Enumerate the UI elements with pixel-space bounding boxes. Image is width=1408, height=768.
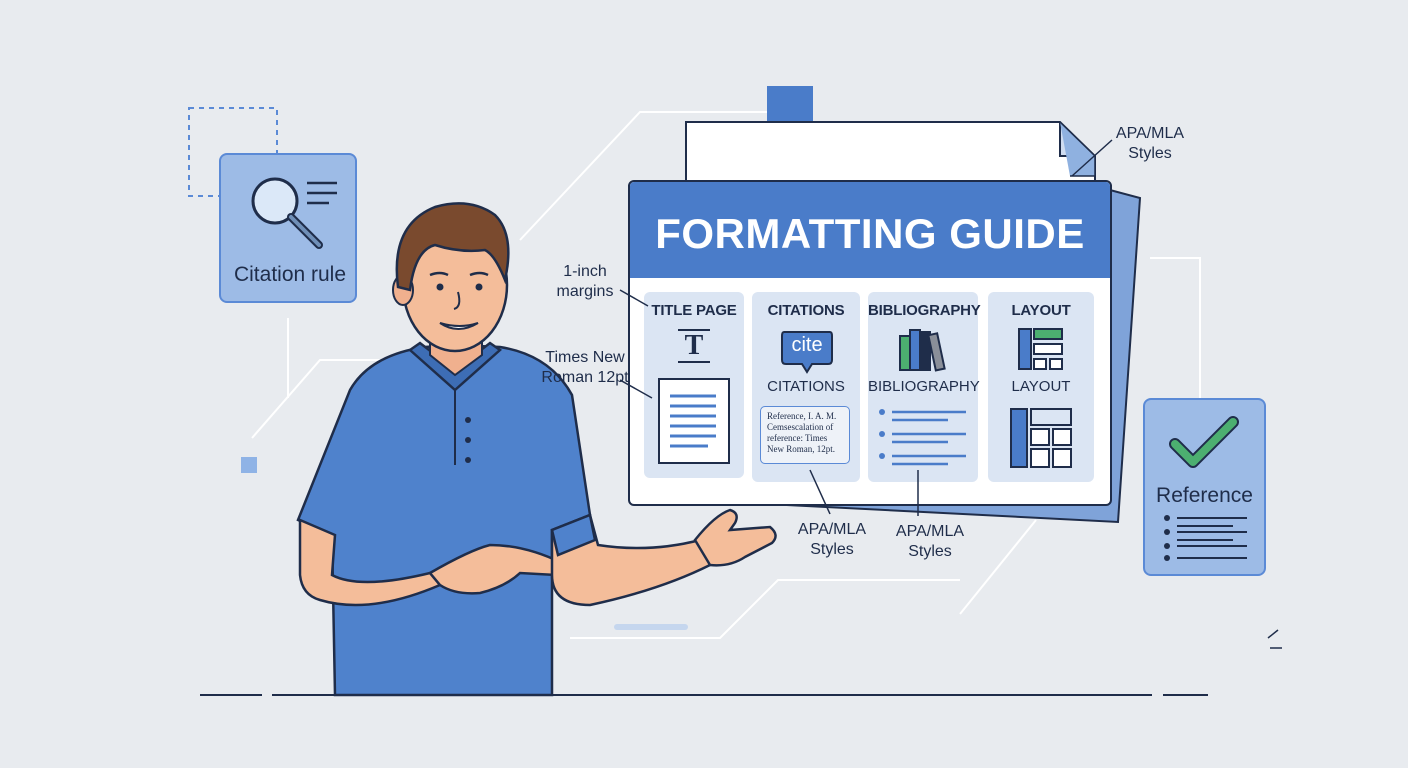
guide-title: FORMATTING GUIDE	[655, 210, 1085, 257]
callout-apa-citations: APA/MLA Styles	[792, 520, 872, 560]
callout-apa-top-line1: APA/MLA	[1115, 125, 1185, 142]
callout-apa-top-line2: Styles	[1128, 145, 1172, 162]
reference-list-icon	[1164, 515, 1247, 561]
panel-citations[interactable]: CITATIONS cite CITATIONS Reference, I. A…	[752, 292, 860, 482]
cite-badge-text: cite	[791, 334, 823, 356]
panel-bibliography[interactable]: BIBLIOGRAPHY BIBLIOGRAPHY	[868, 292, 981, 482]
panel-citations-heading: CITATIONS	[767, 302, 845, 319]
layout-grid-icon	[1018, 328, 1063, 370]
callout-apa-citations-line1: APA/MLA	[797, 521, 867, 538]
callout-margins-line1: 1-inch	[563, 263, 607, 280]
reference-example-box: Reference, I. A. M. Cemsescalation of re…	[760, 406, 850, 464]
callout-font-line1: Times New	[545, 349, 625, 366]
panel-title-page[interactable]: TITLE PAGE T	[644, 292, 744, 478]
callout-font-line2: Roman 12pt	[541, 369, 629, 386]
citation-rule-card[interactable]: Citation rule	[219, 153, 357, 303]
callout-margins: 1-inch margins	[545, 262, 625, 302]
books-icon	[899, 329, 946, 372]
panel-bibliography-label: BIBLIOGRAPHY	[868, 378, 980, 395]
guide-header: FORMATTING GUIDE	[630, 182, 1110, 278]
callout-apa-bibliography: APA/MLA Styles	[890, 522, 970, 562]
panel-layout-label: LAYOUT	[1011, 378, 1071, 395]
checkmark-icon	[1169, 416, 1239, 468]
callout-apa-bibliography-line1: APA/MLA	[895, 523, 965, 540]
presenter-person	[296, 202, 777, 697]
citation-rule-label: Citation rule	[233, 263, 347, 286]
cite-bubble-icon: cite	[780, 330, 834, 374]
page-document-icon	[658, 378, 730, 464]
panel-layout-heading: LAYOUT	[1011, 302, 1071, 319]
bullet-list-icon	[879, 409, 966, 466]
reference-card[interactable]: Reference	[1143, 398, 1266, 576]
panel-title-page-heading: TITLE PAGE	[651, 302, 737, 319]
layout-grid-large-icon	[1010, 408, 1072, 468]
panel-layout[interactable]: LAYOUT LAYOUT	[988, 292, 1094, 482]
callout-margins-line2: margins	[556, 283, 614, 300]
callout-apa-citations-line2: Styles	[810, 541, 854, 558]
callout-font: Times New Roman 12pt	[530, 348, 640, 388]
formatting-guide-document: FORMATTING GUIDE TITLE PAGE T CITATIONS	[628, 180, 1112, 506]
title-t-icon: T	[676, 328, 712, 364]
magnifier-icon	[251, 177, 337, 249]
callout-apa-bibliography-line2: Styles	[908, 543, 952, 560]
panel-bibliography-heading: BIBLIOGRAPHY	[868, 302, 981, 319]
panel-citations-label: CITATIONS	[767, 378, 845, 395]
floor-dash	[614, 624, 688, 630]
title-t-glyph: T	[684, 330, 704, 361]
reference-label: Reference	[1156, 484, 1253, 507]
small-square	[241, 457, 257, 473]
callout-apa-top: APA/MLA Styles	[1110, 124, 1190, 164]
